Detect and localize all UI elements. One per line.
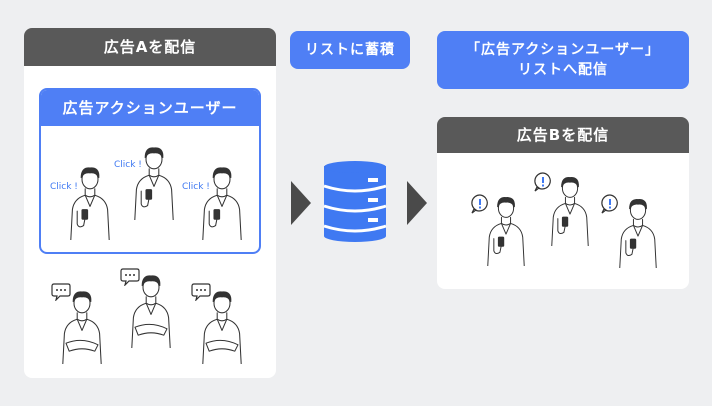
exclamation-bubble-icon (471, 194, 488, 214)
speech-bubble-icon (51, 283, 71, 301)
person-clicking-1 (70, 167, 110, 240)
person-idle-1 (62, 291, 102, 364)
list-delivery-line1: 「広告アクションユーザー」 (465, 42, 661, 58)
arrow-right-2 (407, 181, 427, 225)
person-clicking-3 (202, 167, 242, 240)
person-receiving-3 (619, 199, 657, 268)
click-label-2: Click ! (114, 160, 142, 170)
click-label-3: Click ! (182, 182, 210, 192)
list-delivery-line2: リストへ配信 (518, 62, 608, 78)
list-delivery-label: 「広告アクションユーザー」 リストへ配信 (437, 31, 689, 89)
person-clicking-2 (134, 147, 174, 220)
speech-bubble-icon (120, 268, 140, 286)
person-idle-2 (131, 275, 171, 348)
accumulate-label: リストに蓄積 (290, 31, 410, 69)
click-label-1: Click ! (50, 182, 78, 192)
exclamation-bubble-icon (601, 194, 618, 214)
exclamation-bubble-icon (534, 172, 551, 192)
left-panel-title: 広告Aを配信 (24, 28, 276, 66)
action-users-title: 広告アクションユーザー (41, 90, 259, 126)
arrow-right-1 (291, 181, 311, 225)
person-idle-3 (202, 291, 242, 364)
database-icon (323, 161, 387, 242)
person-receiving-2 (551, 177, 589, 246)
right-panel-title: 広告Bを配信 (437, 117, 689, 153)
person-receiving-1 (487, 197, 525, 266)
speech-bubble-icon (191, 283, 211, 301)
